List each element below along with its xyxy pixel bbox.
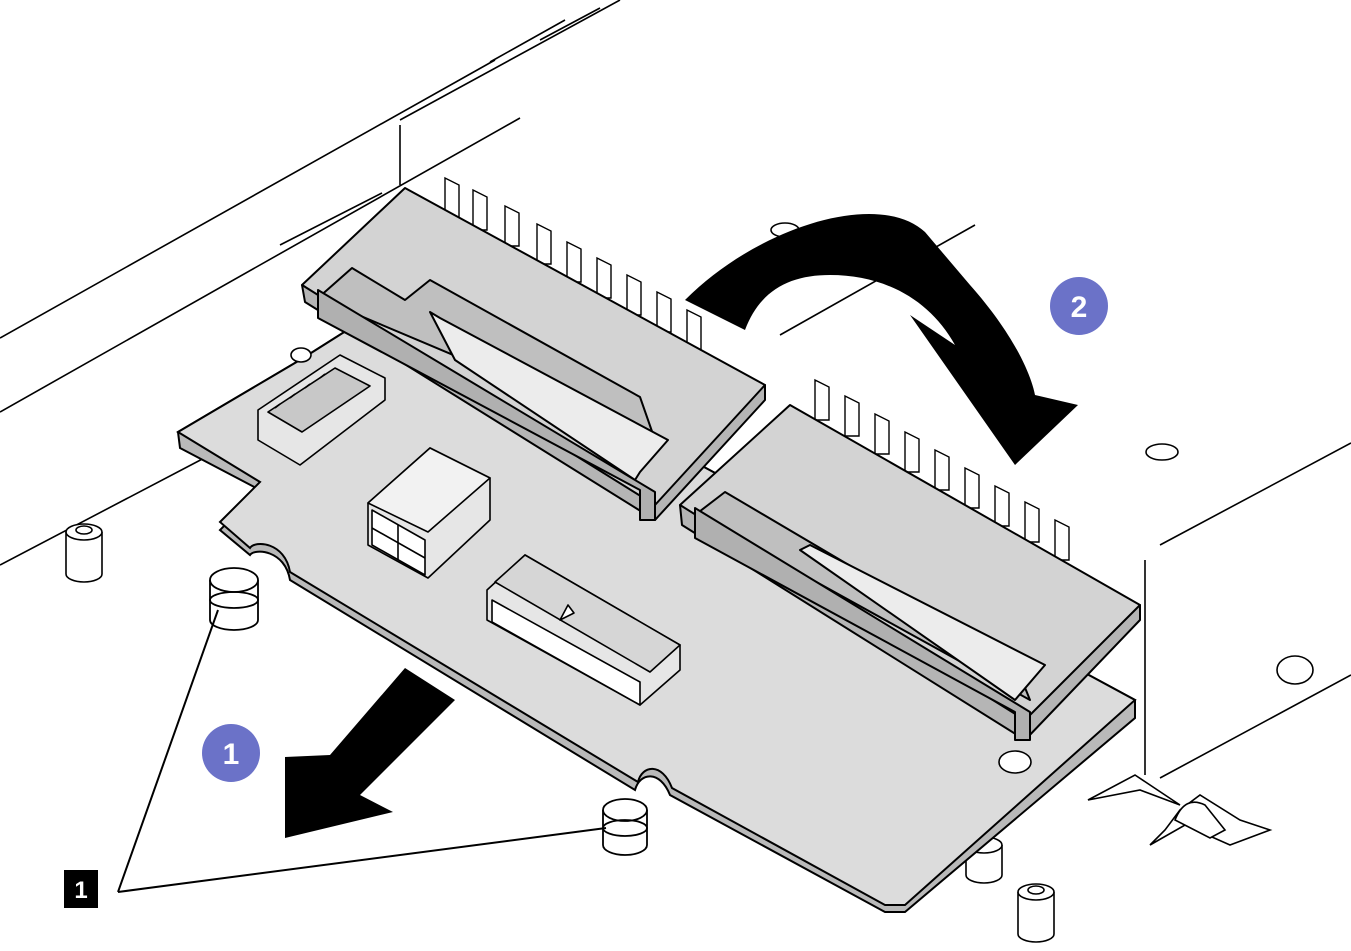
drive-connector <box>679 404 1141 741</box>
board-screw-hole <box>998 750 1032 774</box>
rotate-arrow <box>685 213 1078 465</box>
step-label: 1 <box>223 738 240 771</box>
step-label: 2 <box>1071 291 1088 324</box>
slide-arrow <box>285 668 455 838</box>
chassis-lines <box>0 0 1351 779</box>
step-badge-2: 2 <box>1050 277 1108 335</box>
board-surface <box>176 298 1137 906</box>
vent-slots <box>444 176 1070 561</box>
power-connector-4pin <box>367 447 491 579</box>
board <box>176 298 1137 913</box>
power-connector-20pin <box>486 554 681 706</box>
callout-box-1: 1 <box>64 870 98 908</box>
guide-pin <box>602 798 648 856</box>
standoff <box>1017 883 1055 943</box>
board-screw-hole <box>290 347 312 363</box>
signal-connector <box>257 354 386 466</box>
callout-leader-lines <box>117 609 607 893</box>
latch-clip <box>1087 774 1273 846</box>
guide-pin <box>209 567 259 631</box>
callout-label: 1 <box>74 877 87 904</box>
step-badge-1: 1 <box>202 724 260 782</box>
drive-connector <box>301 187 766 521</box>
standoff <box>65 523 103 583</box>
